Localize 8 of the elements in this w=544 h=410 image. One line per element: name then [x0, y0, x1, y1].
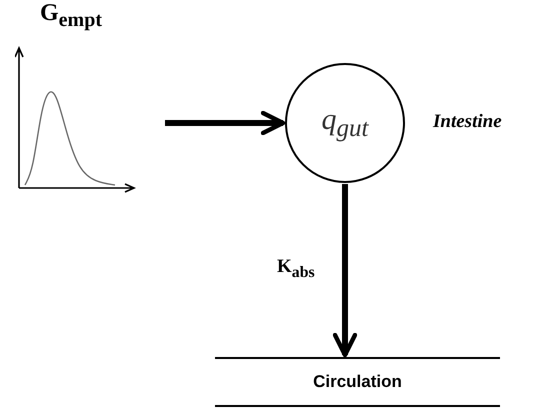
circulation-band — [215, 357, 500, 407]
graph-title: G$_{empt}$ — [40, 0, 102, 32]
compartment-circle — [285, 63, 405, 183]
quantity-symbol: q$_{gut}$ — [320, 103, 370, 143]
compartment-label: Intestine — [433, 111, 502, 133]
arrow — [332, 184, 358, 358]
arrow — [165, 110, 286, 136]
compartment-label: Circulation — [312, 372, 403, 392]
